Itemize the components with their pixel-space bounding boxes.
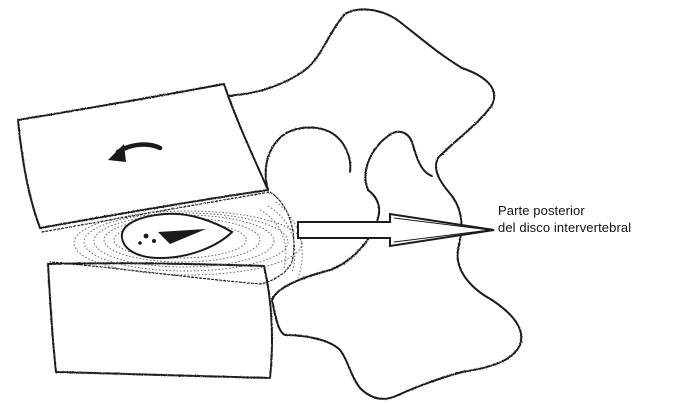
lower-vertebral-body	[48, 263, 272, 378]
upper-vertebral-body	[18, 84, 268, 228]
facet-outline	[330, 132, 350, 172]
articular-process-notch	[365, 132, 432, 190]
annotation-label-line-2: del disco intervertebral	[498, 220, 631, 235]
outline-arrow-icon	[298, 214, 494, 246]
pedicle-outline	[266, 127, 330, 190]
annotation-label-line-1: Parte posterior	[498, 203, 585, 218]
